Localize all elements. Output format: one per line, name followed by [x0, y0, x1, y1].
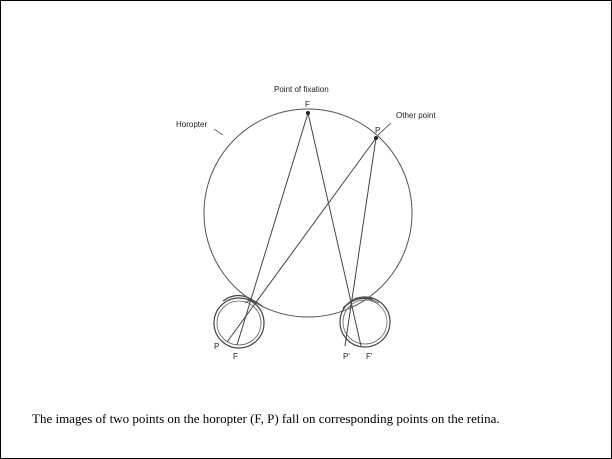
left-eye-fixation-line: [236, 112, 309, 346]
other-point-p-label: P: [375, 126, 380, 135]
right-eye-f-label: F': [366, 352, 373, 361]
horopter-label: Horopter: [176, 120, 207, 129]
fixation-f-label: F: [305, 100, 310, 109]
left-eye-p-label: P: [214, 342, 219, 351]
horopter-leader: [213, 128, 224, 136]
right-eye-p-label: P': [343, 352, 350, 361]
point-of-fixation-label: Point of fixation: [274, 85, 329, 94]
other-point-dot: [374, 136, 378, 140]
left-eye-other-point-line: [226, 137, 377, 343]
fixation-point-dot: [306, 111, 310, 115]
other-point-label: Other point: [396, 111, 436, 120]
right-eye-fixation-line: [307, 112, 362, 347]
left-eye-f-label: F: [233, 352, 238, 361]
caption: The images of two points on the horopter…: [32, 411, 500, 426]
other-point-leader: [377, 122, 392, 136]
right-eye: [339, 296, 391, 348]
right-eye-other-point-line: [344, 137, 377, 347]
horopter-circle: [203, 108, 413, 318]
left-eye: [213, 294, 265, 349]
